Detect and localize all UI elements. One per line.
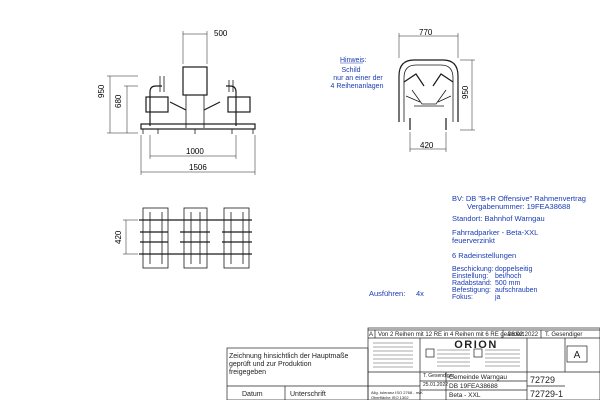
tolerance-line-1: Allg. toleranz ISO 2768 - m/K [371,390,423,395]
customer-name: Gemeinde Warngau [449,374,507,381]
spec-param-value: aufschrauben [495,287,538,294]
front-right-rack [227,96,251,113]
approval-date-label: Datum [242,391,263,398]
approval-line-1: Zeichnung hinsichtlich der Hauptmaße [229,353,349,360]
spec-ausfuehren-count: 4x [416,289,424,298]
spec-param-label: Fokus: [452,294,473,301]
brand-logo: ORION [454,339,498,351]
dim-line-500 [182,31,208,64]
side-frame-inner [403,64,454,122]
front-base-rail [140,123,256,130]
spec-param-value: bei/hoch [495,273,522,280]
index-letter: A [574,350,581,361]
dim-line-420 [409,132,447,152]
product-name: Beta - XXL [449,392,481,399]
index-box [566,345,588,363]
project-number: DB 19FEA38688 [449,383,498,390]
spec-param-value: 500 mm [495,280,520,287]
note-line-3: 4 Reihenanlagen [331,83,384,90]
front-right-post [226,85,237,126]
company-logo-2 [473,348,483,358]
dim-label-420-plan: 420 [114,230,123,244]
drawn-date: 25.01.2022 [423,382,448,388]
dim-label-770: 770 [419,28,433,37]
dim-label-950: 950 [97,84,106,98]
side-struts [405,95,452,103]
dim-label-420: 420 [420,141,434,150]
side-rack-bottom [411,89,447,107]
spec-param-value: ja [494,294,501,301]
spec-block: BV: DB "B+R Offensive" Rahmenvertrag Ver… [369,194,586,301]
spec-standort: Standort: Bahnhof Warngau [452,214,545,223]
front-center-post [185,95,205,128]
plan-wheel-slots [149,212,244,264]
side-rack-top [403,73,454,87]
note-line-2: nur an einer der [333,75,383,82]
rev-date: 08.02.2022 [508,332,539,338]
dim-label-950-side: 950 [461,85,470,99]
dim-line-770 [398,33,459,58]
spec-param-label: Befestigung: [452,287,491,294]
spec-param-label: Radabstand: [452,280,492,287]
front-center-rack [182,66,208,96]
note-title: Hinweis: [340,57,367,64]
dim-line-1506 [140,135,256,175]
plan-rack-2 [183,207,208,269]
dim-line-950-side [460,59,475,131]
rev-author: T. Gesendiger [545,332,582,338]
legal-fineprint [373,342,413,368]
plan-view [123,207,252,269]
front-right-sign-post [228,80,234,92]
dim-label-1000: 1000 [186,147,204,156]
side-feet [409,118,447,130]
spec-bv-1: BV: DB "B+R Offensive" Rahmenvertrag [452,194,586,203]
front-left-rack [145,96,169,113]
dim-label-1506: 1506 [189,163,207,172]
spec-ausfuehren: Ausführen: [369,289,405,298]
spec-bv-2: Vergabenummer: 19FEA38688 [467,202,570,211]
plan-crossbars [140,231,252,243]
plan-rack-1 [142,207,169,269]
front-view [107,31,256,175]
spec-param-value: doppelseitig [495,266,532,273]
company-address-fineprint [437,349,520,367]
spec-param-label: Einstellung: [452,273,488,280]
front-left-post [149,85,162,126]
note-line-1: Schild [341,67,360,74]
spec-product-2: feuerverzinkt [452,236,496,245]
dim-label-680: 680 [114,94,123,108]
spec-param-label: Beschickung: [452,266,494,273]
dim-label-500: 500 [214,29,228,38]
side-frame-outer [398,59,459,122]
sheet-number: 72729-1 [530,389,563,399]
drawing-number: 72729 [530,375,555,385]
side-view [398,33,475,152]
approval-line-3: freigegeben [229,369,266,376]
rev-text: Von 2 Reihen mit 12 RE in 4 Reihen mit 6… [378,332,524,338]
dim-line-950 [107,75,138,134]
dim-line-680 [124,85,138,133]
dim-line-420-plan [123,219,138,255]
dim-line-1000 [149,135,237,159]
plan-rack-3 [223,207,250,269]
rev-letter: A [369,332,373,338]
drawn-by: T. Gesendiger [423,373,454,379]
company-logo-1 [425,348,435,358]
approval-signature-label: Unterschrift [290,391,326,398]
tolerance-line-2: Oberfläche ISO 1302 [371,395,409,400]
front-feet [142,129,254,134]
plan-rails [139,219,252,255]
approval-line-2: geprüft und zur Produktion [229,361,312,368]
front-left-sign-post [159,76,165,92]
spec-radeinstellungen: 6 Radeinstellungen [452,251,516,260]
spec-product-1: Fahrradparker - Beta-XXL [452,228,538,237]
front-arms [169,101,221,111]
